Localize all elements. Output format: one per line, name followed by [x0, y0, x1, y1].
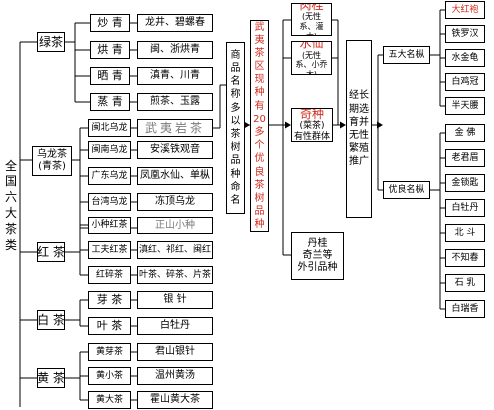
type-white-bud: 芽 茶	[88, 291, 131, 309]
cultivar-danggui-line3: 外引品种	[297, 262, 338, 273]
arrowhead	[377, 121, 383, 129]
type-white-leaf: 叶 茶	[88, 317, 131, 335]
five-famous-item: 水金龟	[445, 49, 485, 67]
excellent-item: 金锁匙	[445, 174, 485, 192]
type-yellow-small: 黄小茶	[88, 367, 131, 385]
excellent-item: 白瑞香	[445, 300, 485, 318]
type-yellow-large: 黄大茶	[88, 391, 131, 409]
five-famous-item: 铁罗汉	[445, 25, 485, 43]
category-oolong: 乌龙茶 (青茶)	[32, 146, 72, 176]
example-yellow-large: 霍山黄大茶	[137, 391, 213, 409]
example-black-xiaozhong: 正山小种	[137, 217, 213, 234]
example-oolong-taiwan: 冻顶乌龙	[137, 193, 213, 211]
type-green-chaoqing: 炒 青	[90, 14, 130, 32]
example-yellow-bud: 君山银针	[137, 343, 213, 361]
example-green-hongqing: 闽、浙烘青	[137, 41, 213, 59]
example-oolong-guangdong: 凤凰水仙、单枞	[137, 167, 213, 185]
category-black: 红 茶	[37, 242, 65, 262]
cultivar-qizhong-title: 奇种	[299, 108, 324, 122]
type-yellow-bud: 黄芽茶	[88, 343, 131, 361]
naming-note: 商品名称多以茶树品种命名	[226, 42, 245, 214]
example-oolong-minnan: 安溪铁观音	[137, 141, 213, 159]
cultivar-rougui-detail: (无性系、灌木)	[299, 12, 324, 36]
type-oolong-taiwan: 台湾乌龙	[88, 193, 131, 211]
example-white-leaf: 白牡丹	[137, 317, 213, 335]
cultivar-rougui: 肉桂 (无性系、灌木)	[291, 3, 332, 36]
arrowhead	[285, 121, 291, 129]
excellent-item: 石 乳	[445, 274, 485, 292]
type-oolong-minbei: 闽北乌龙	[88, 119, 131, 137]
category-green: 绿茶	[37, 32, 65, 52]
excellent-label: 优良名枞	[383, 181, 430, 199]
excellent-item: 不知春	[445, 249, 485, 267]
five-famous-item: 半天腰	[445, 97, 485, 115]
five-famous-item: 白鸡冠	[445, 73, 485, 91]
category-yellow: 黄 茶	[37, 368, 65, 388]
example-green-shaiqing: 滇青、川青	[137, 67, 213, 85]
root-label: 全国六大茶类	[5, 158, 18, 252]
type-black-broken: 红碎茶	[88, 266, 131, 284]
wuyi-cultivars-note: 武夷茶区现种有20多个优良茶树品种	[250, 20, 269, 232]
category-white: 白 茶	[37, 310, 65, 330]
cultivar-qizhong-detail: (菜茶)	[299, 121, 325, 132]
type-green-hongqing: 烘 青	[90, 41, 130, 59]
example-oolong-wuyi-rock-tea: 武夷岩茶	[137, 119, 213, 137]
selection-note: 经长期选育并无性繁殖推广	[346, 40, 372, 218]
category-oolong-sublabel: (青茶)	[38, 161, 66, 172]
arrowhead	[340, 121, 346, 129]
example-yellow-small: 温州黄汤	[137, 367, 213, 385]
type-black-xiaozhong: 小种红茶	[88, 217, 131, 234]
cultivar-danggui-line2: 奇兰等	[302, 250, 333, 261]
example-black-broken: 叶茶、碎茶、片茶	[137, 266, 213, 284]
excellent-item: 老君眉	[445, 149, 485, 167]
five-famous-item: 大红袍	[445, 1, 485, 19]
excellent-item: 白牡丹	[445, 199, 485, 217]
excellent-item: 金 佛	[445, 124, 485, 142]
example-white-bud: 银 针	[137, 291, 213, 309]
cultivar-rougui-title: 肉桂	[299, 3, 324, 12]
cultivar-shuixian-title: 水仙	[299, 41, 324, 51]
type-oolong-guangdong: 广东乌龙	[88, 167, 131, 185]
five-famous-label: 五大名枞	[383, 46, 430, 64]
type-green-shaiqing: 晒 青	[90, 67, 130, 85]
type-black-gongfu: 工夫红茶	[88, 241, 131, 259]
cultivar-danggui: 丹桂 奇兰等 外引品种	[291, 232, 344, 280]
cultivar-shuixian-detail: (无性系、小乔木)	[295, 50, 328, 75]
cultivar-shuixian: 水仙 (无性系、小乔木)	[291, 41, 332, 75]
example-green-chaoqing: 龙井、碧螺春	[137, 14, 213, 32]
cultivar-danggui-line1: 丹桂	[307, 238, 328, 249]
category-oolong-label: 乌龙茶	[37, 149, 67, 160]
arrowhead	[244, 121, 250, 129]
example-black-gongfu: 滇红、祁红、闽红	[137, 241, 213, 259]
example-green-zhengqing: 煎茶、玉露	[137, 93, 213, 111]
type-oolong-minnan: 闽南乌龙	[88, 141, 131, 159]
cultivar-qizhong: 奇种 (菜茶) 有性群体	[291, 108, 333, 142]
excellent-item: 北 斗	[445, 224, 485, 242]
type-green-zhengqing: 蒸 青	[90, 93, 130, 111]
cultivar-qizhong-detail2: 有性群体	[293, 132, 330, 142]
